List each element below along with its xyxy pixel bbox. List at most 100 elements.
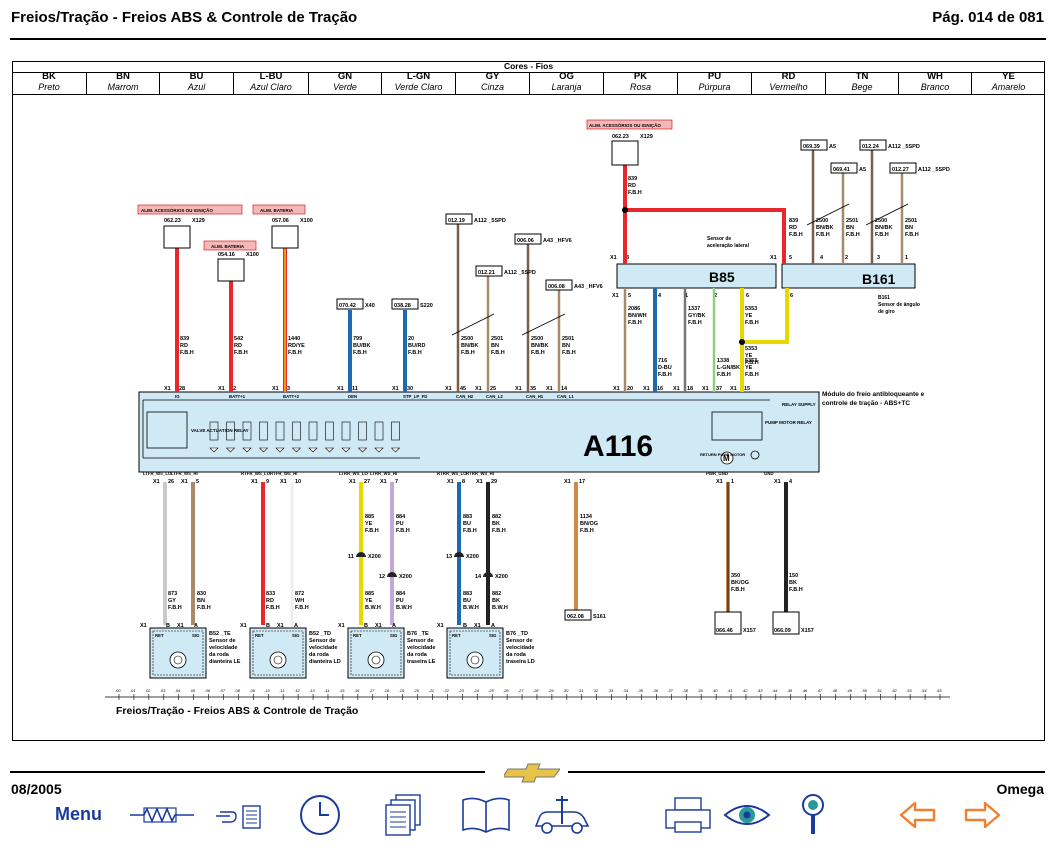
- feed-839-color: RD: [628, 183, 636, 189]
- pin-number: 25: [490, 386, 496, 392]
- wire-color: PU: [396, 598, 404, 604]
- wire-color: BN: [905, 225, 913, 231]
- ruler-ticks: .00.01.02.03.04.05.06.07.08.09.10.11.12.…: [115, 688, 942, 700]
- feed-839-num: 839: [628, 176, 637, 182]
- car-tools-icon[interactable]: [532, 792, 592, 838]
- pin-number: 29: [491, 479, 497, 485]
- wire-section: F.B.H: [491, 350, 505, 356]
- ref-1: 062.23: [164, 218, 181, 224]
- color-code: PK: [633, 71, 648, 82]
- b161-pin-2: 2: [845, 255, 848, 261]
- wire-num: 5353: [745, 358, 757, 364]
- menu-button[interactable]: Menu: [55, 804, 102, 824]
- b161-module[interactable]: [781, 263, 916, 289]
- wire-839-b161: [625, 208, 786, 264]
- clock-icon[interactable]: [297, 792, 343, 838]
- splice-5353: [739, 339, 745, 345]
- pin-conn: X1: [447, 479, 454, 485]
- sensor-code: B52 _TD: [309, 631, 331, 637]
- wire-num: 885: [365, 514, 374, 520]
- wire-num: 882: [492, 591, 501, 597]
- wire-color: YE: [745, 365, 753, 371]
- ruler-tick-label: .00: [115, 688, 121, 693]
- ref-6-conn: S220: [420, 303, 433, 309]
- valve-coil: [292, 421, 301, 441]
- arrow-left-icon[interactable]: [898, 792, 938, 838]
- printer-icon[interactable]: [663, 792, 713, 838]
- eye-icon[interactable]: [722, 792, 772, 838]
- power-label-bat-2: [252, 204, 306, 215]
- wire-color: BU/BK: [353, 343, 370, 349]
- chevrolet-logo: [504, 763, 560, 783]
- b85-pin-x1-bottom: X1: [612, 293, 619, 299]
- pin-number: 28: [179, 386, 185, 392]
- ruler-tick-label: .23: [458, 688, 464, 693]
- sensor-pin-ret: RET: [353, 633, 362, 638]
- pin-conn: X1: [153, 479, 160, 485]
- wire-section: F.B.H: [717, 372, 731, 378]
- book-icon[interactable]: [460, 792, 512, 838]
- wire-color: L-GN/BK: [717, 365, 740, 371]
- wire-color: PU: [396, 521, 404, 527]
- pin-conn: X1: [643, 386, 650, 392]
- wire-section: F.B.H: [628, 320, 642, 326]
- pin-conn: X1: [280, 479, 287, 485]
- ruler-tick-label: .50: [861, 688, 867, 693]
- ruler-tick-label: .52: [891, 688, 897, 693]
- sensor-desc: Sensor de: [209, 638, 236, 644]
- wire-section: F.B.H: [789, 232, 803, 238]
- sensor-desc: velocidade: [506, 645, 534, 651]
- b85-module[interactable]: [616, 263, 777, 289]
- ruler-tick-label: .41: [727, 688, 733, 693]
- wire-section: F.B.H: [266, 605, 280, 611]
- color-name: Vermelho: [769, 82, 808, 92]
- sensor-pin-sig: SIG: [390, 633, 398, 638]
- ref-10-conn: A43 _HFV6: [574, 284, 603, 290]
- wire-num: 20: [408, 336, 414, 342]
- valve-coil: [374, 421, 384, 441]
- sensor-inner-border: [252, 630, 304, 676]
- wire-section: F.B.H: [531, 350, 545, 356]
- ruler-tick-label: .35: [637, 688, 643, 693]
- pin-conn: X1: [251, 479, 258, 485]
- pin-conn: X1: [730, 386, 737, 392]
- pin-conn: X1: [564, 479, 571, 485]
- wire-num: 873: [168, 591, 177, 597]
- color-name: Bege: [851, 82, 873, 92]
- sensor-desc: dianteira LE: [209, 659, 241, 665]
- resistor-icon[interactable]: [128, 792, 196, 838]
- wire-num: 1134: [580, 514, 593, 520]
- wire-num: 883: [463, 514, 472, 520]
- wire-section: F.B.H: [463, 528, 477, 534]
- sensor-pin-x1: X1: [437, 623, 444, 629]
- ruler-tick-label: .27: [518, 688, 524, 693]
- color-table-title: Cores - Fios: [12, 61, 1045, 73]
- magnifier-icon[interactable]: [796, 792, 830, 838]
- wire-num: 2501: [905, 218, 917, 224]
- arrow-right-icon[interactable]: [962, 792, 1002, 838]
- sensor-desc: velocidade: [407, 645, 435, 651]
- ref-box-9: [514, 233, 542, 245]
- wire-section: B.W.H: [396, 605, 412, 611]
- wire-color: BN/BK: [531, 343, 548, 349]
- twist-mark-2: [521, 313, 566, 336]
- sensor-desc: velocidade: [309, 645, 337, 651]
- wire-section: F.B.H: [234, 350, 248, 356]
- sensor-pin-b: B: [463, 623, 467, 629]
- fuse-box-2: [217, 258, 245, 282]
- documents-icon[interactable]: [384, 792, 424, 838]
- wire-color: BK/OG: [731, 580, 749, 586]
- a116-module[interactable]: [138, 391, 820, 473]
- wire-num: 2500: [816, 218, 828, 224]
- sensor-pin-x1-2: X1: [375, 623, 382, 629]
- pin-number: 8: [462, 479, 465, 485]
- footer-date: 08/2005: [11, 781, 62, 797]
- pointing-hand-icon[interactable]: [214, 792, 266, 838]
- sensor-pin-x1-2: X1: [277, 623, 284, 629]
- ref-17-conn: X157: [801, 628, 814, 634]
